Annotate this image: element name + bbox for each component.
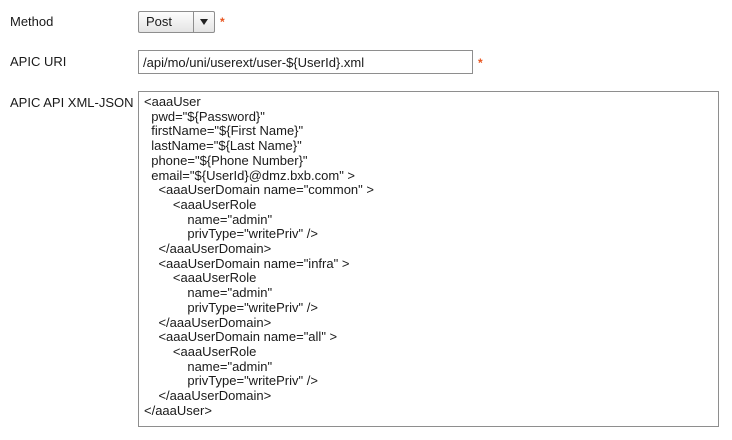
- dropdown-toggle[interactable]: [193, 12, 214, 32]
- apic-uri-label: APIC URI: [10, 54, 67, 69]
- required-asterisk-icon: *: [220, 15, 225, 29]
- required-asterisk-icon: *: [478, 56, 483, 70]
- method-select[interactable]: Post: [138, 11, 215, 33]
- apic-uri-input[interactable]: [138, 50, 473, 74]
- apic-xml-label: APIC API XML-JSON: [10, 95, 134, 110]
- method-label: Method: [10, 14, 54, 29]
- chevron-down-icon: [200, 19, 208, 25]
- method-selected-value: Post: [146, 14, 173, 29]
- apic-xml-textarea[interactable]: <aaaUser pwd="${Password}" firstName="${…: [138, 91, 719, 427]
